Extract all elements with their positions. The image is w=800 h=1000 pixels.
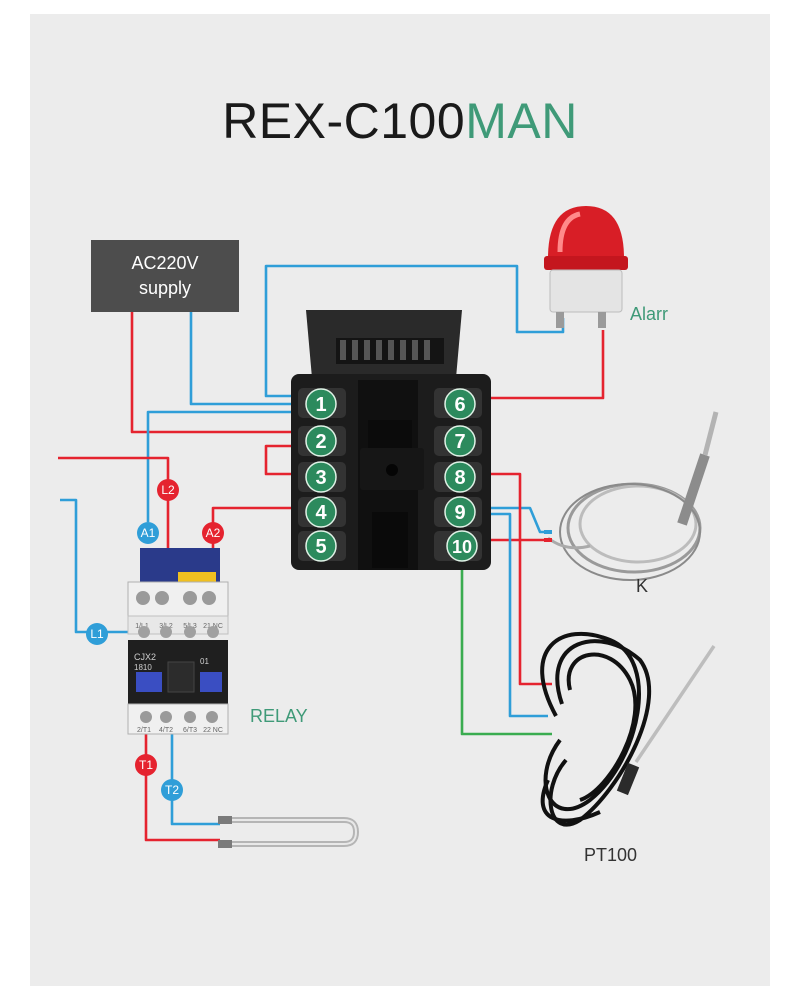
marker-l2-badge <box>157 479 179 501</box>
terminal-6-label: 6 <box>454 394 465 416</box>
contactor-relay: 1/L1 3/L2 5/L3 21 NC CJX2 1810 01 2/T <box>127 548 229 735</box>
contactor-terminal-6t3: 6/T3 <box>183 727 197 734</box>
terminal-10-badge <box>446 530 478 562</box>
terminal-8-badge <box>444 461 476 493</box>
marker-a1-label: A1 <box>141 526 156 540</box>
terminal-5-badge <box>305 530 337 562</box>
relay-label: RELAY <box>250 706 308 726</box>
wire-pt100-red <box>478 472 552 686</box>
title-suffix: MAN <box>465 93 578 149</box>
power-supply-box: AC220V supply <box>91 240 239 312</box>
contactor-number: 1810 <box>134 663 152 672</box>
supply-voltage-text: AC220V <box>131 253 199 273</box>
wire-supply-red <box>130 312 306 434</box>
marker-a1-badge <box>137 522 159 544</box>
pt100-label: PT100 <box>584 845 638 865</box>
pt100-probe-icon <box>540 631 652 827</box>
wire-jumper-2-3 <box>264 444 306 476</box>
alarm-label: Alarr <box>630 304 669 324</box>
terminal-4-badge <box>305 496 337 528</box>
wire-supply-blue <box>189 312 306 406</box>
terminal-10-label: 10 <box>452 537 472 557</box>
marker-l1-badge <box>86 623 108 645</box>
pt100-rod-icon <box>616 645 716 796</box>
supply-label-text: supply <box>138 278 192 298</box>
contactor-terminal-2t1: 2/T1 <box>137 727 151 734</box>
terminal-3-badge <box>305 461 337 493</box>
wire-pt100-blue <box>478 512 548 718</box>
marker-t1-badge <box>135 754 157 776</box>
terminal-9-label: 9 <box>454 502 465 524</box>
contactor-terminal-4t2: 4/T2 <box>159 727 173 734</box>
thermocouple-k-label: K <box>636 576 649 596</box>
terminal-5-label: 5 <box>315 536 326 558</box>
wire-alarm-blue <box>264 264 565 398</box>
marker-a2-badge <box>202 522 224 544</box>
marker-t2-label: T2 <box>165 783 179 797</box>
wire-l1-in <box>60 498 140 634</box>
marker-t2-badge <box>161 779 183 801</box>
terminal-2-badge <box>305 425 337 457</box>
terminal-2-label: 2 <box>315 431 326 453</box>
title-model: REX-C100 <box>222 93 466 149</box>
terminal-4-label: 4 <box>315 502 327 524</box>
marker-l1-label: L1 <box>90 627 104 641</box>
terminal-8-label: 8 <box>454 467 465 489</box>
terminal-1-label: 1 <box>315 394 326 416</box>
terminal-9-badge <box>444 496 476 528</box>
terminal-3-label: 3 <box>315 467 326 489</box>
diagram-title: REX-C100MAN <box>0 92 800 150</box>
marker-a2-label: A2 <box>206 526 221 540</box>
marker-l2-label: L2 <box>161 483 175 497</box>
contactor-terminal-22nc: 22 NC <box>203 727 223 734</box>
contactor-aux-label: 01 <box>200 657 209 666</box>
wire-pt100-green <box>460 550 552 736</box>
wire-alarm-red <box>478 330 605 400</box>
contactor-model: CJX2 <box>134 652 156 662</box>
thermocouple-k-probe-icon <box>547 411 719 581</box>
alarm-beacon-icon <box>544 206 628 328</box>
marker-t1-label: T1 <box>139 758 153 772</box>
terminal-6-badge <box>444 388 476 420</box>
wire-coil-a1 <box>146 410 306 522</box>
heating-element-icon <box>218 816 360 848</box>
terminal-1-badge <box>305 388 337 420</box>
terminal-7-badge <box>444 425 476 457</box>
wire-t2-out <box>170 712 220 826</box>
terminal-7-label: 7 <box>454 431 465 453</box>
